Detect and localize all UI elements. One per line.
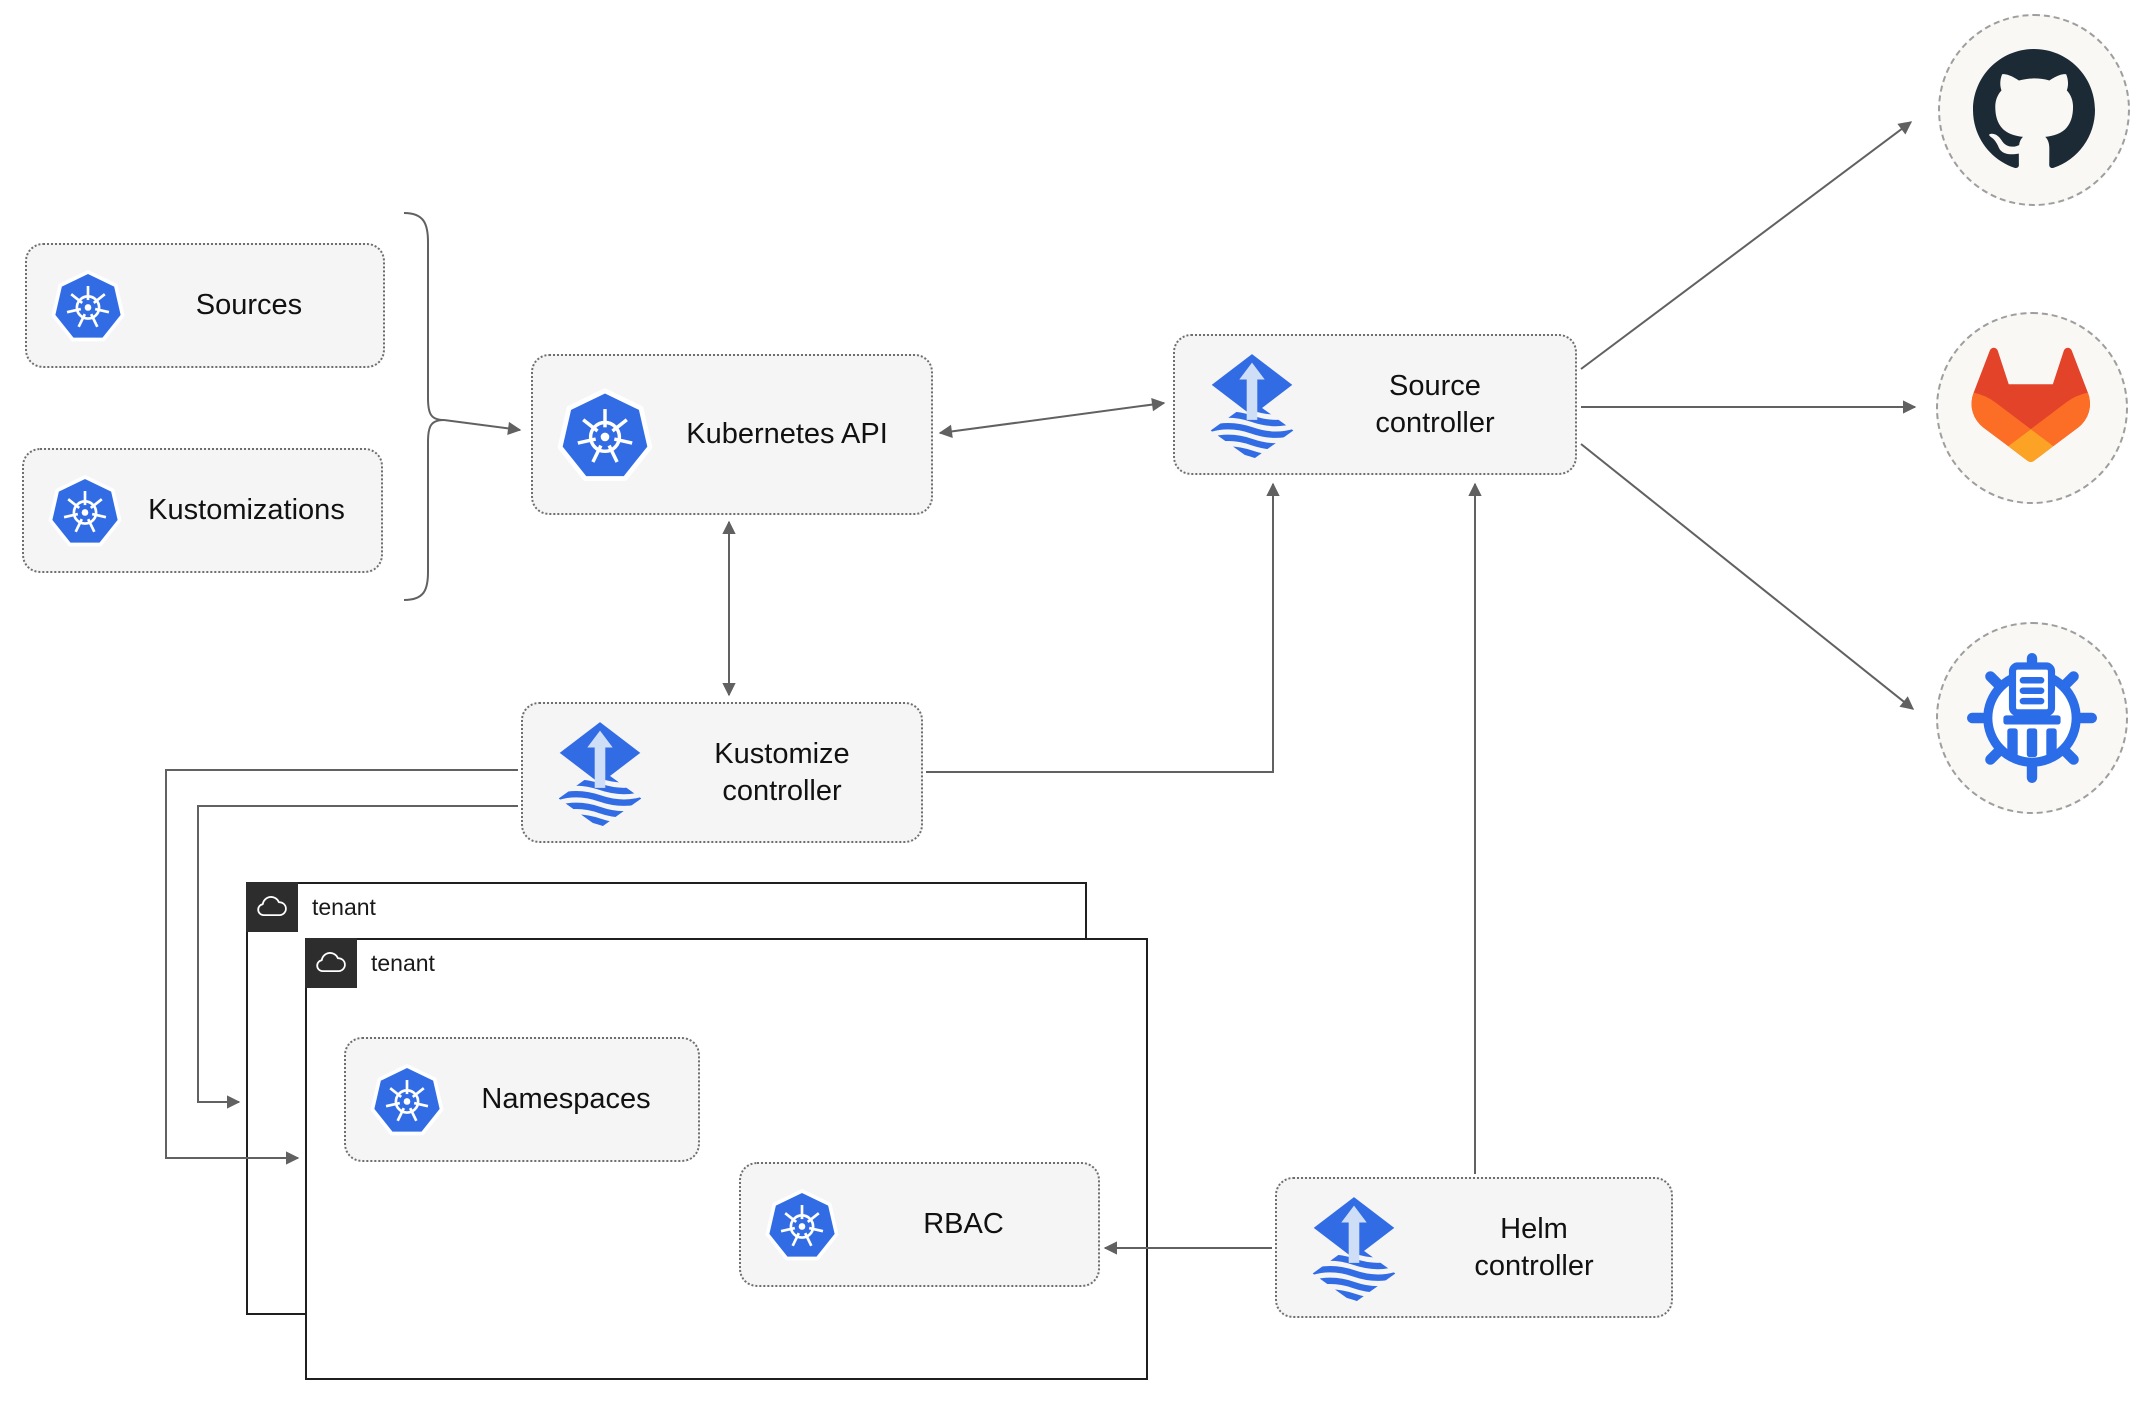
edge-kustomize-to-source (926, 482, 1280, 773)
remote-gitlab (1936, 312, 2128, 504)
node-sources: Sources (25, 243, 385, 368)
node-kustomize-controller: Kustomize controller (521, 702, 923, 843)
node-kustomizations: Kustomizations (22, 448, 383, 573)
edge-k8s-api-source-controller (938, 397, 1166, 439)
node-namespaces: Namespaces (344, 1037, 700, 1162)
node-label: Kustomize controller (653, 736, 911, 810)
tenant-label: tenant (312, 894, 376, 920)
flux-icon (547, 720, 653, 826)
gitlab-icon (1966, 343, 2098, 473)
kubernetes-icon (370, 1063, 444, 1137)
edge-source-to-github (1580, 121, 1913, 370)
remote-github (1938, 14, 2130, 206)
node-label-line: controller (1375, 406, 1495, 439)
kubernetes-icon (51, 269, 125, 343)
node-label: Kustomizations (148, 494, 345, 526)
edge-source-to-helm-repository (1580, 443, 1915, 710)
edge-brace (403, 212, 445, 601)
node-source-controller: Source controller (1173, 334, 1577, 475)
node-label: Namespaces (481, 1083, 651, 1115)
node-rbac: RBAC (739, 1162, 1100, 1287)
node-label-line: controller (1474, 1249, 1594, 1282)
tenant-box-front: tenant Namespaces RBAC CRDs Releases (305, 938, 1148, 1380)
tenant-badge (246, 882, 298, 932)
remote-helm-repository (1936, 622, 2128, 814)
github-icon (1973, 49, 2095, 171)
tenant-label: tenant (371, 950, 435, 976)
node-label-line: Source (1389, 369, 1481, 402)
flux-icon (1199, 352, 1305, 458)
tenant-badge (305, 938, 357, 988)
node-label: Source controller (1305, 368, 1565, 442)
cloud-icon (314, 950, 348, 977)
flux-icon (1301, 1195, 1407, 1301)
kubernetes-icon (48, 474, 122, 548)
node-label: Helm controller (1407, 1211, 1661, 1285)
kubernetes-icon (557, 387, 653, 483)
edge-brace-to-k8s-api (443, 419, 522, 436)
node-label-line: controller (722, 774, 842, 807)
node-kubernetes-api: Kubernetes API (531, 354, 933, 515)
helm-repository-icon (1967, 653, 2097, 783)
cloud-icon (255, 894, 289, 921)
node-label: Sources (195, 289, 303, 321)
node-helm-controller: Helm controller (1275, 1177, 1673, 1318)
node-label: RBAC (923, 1208, 1004, 1240)
node-label-line: Kustomize (714, 737, 850, 770)
kubernetes-icon (765, 1188, 839, 1262)
node-label-line: Helm (1500, 1212, 1568, 1245)
node-label: Kubernetes API (686, 418, 888, 450)
